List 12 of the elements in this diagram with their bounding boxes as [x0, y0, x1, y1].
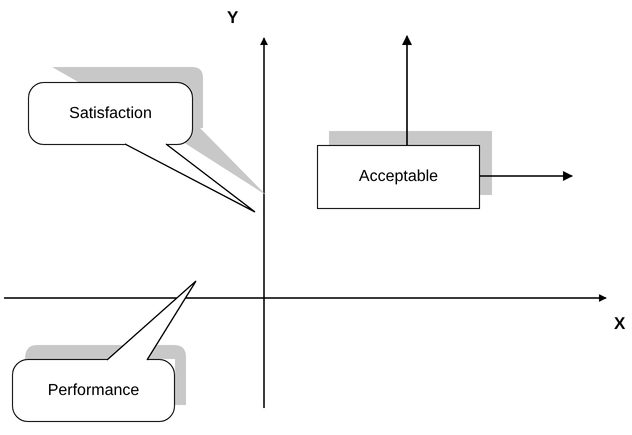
arrow — [402, 35, 412, 145]
callout-pointer — [124, 143, 256, 213]
label-box — [317, 145, 480, 209]
axis-label: X — [614, 314, 626, 334]
speech-bubble — [28, 82, 193, 145]
speech-bubble — [12, 359, 175, 422]
arrow — [480, 171, 573, 181]
node-text: Performance — [48, 382, 140, 400]
axis-label: Y — [227, 8, 238, 28]
callout-pointer — [106, 280, 197, 361]
node-text: Satisfaction — [69, 104, 152, 122]
node-text: Acceptable — [358, 168, 438, 186]
